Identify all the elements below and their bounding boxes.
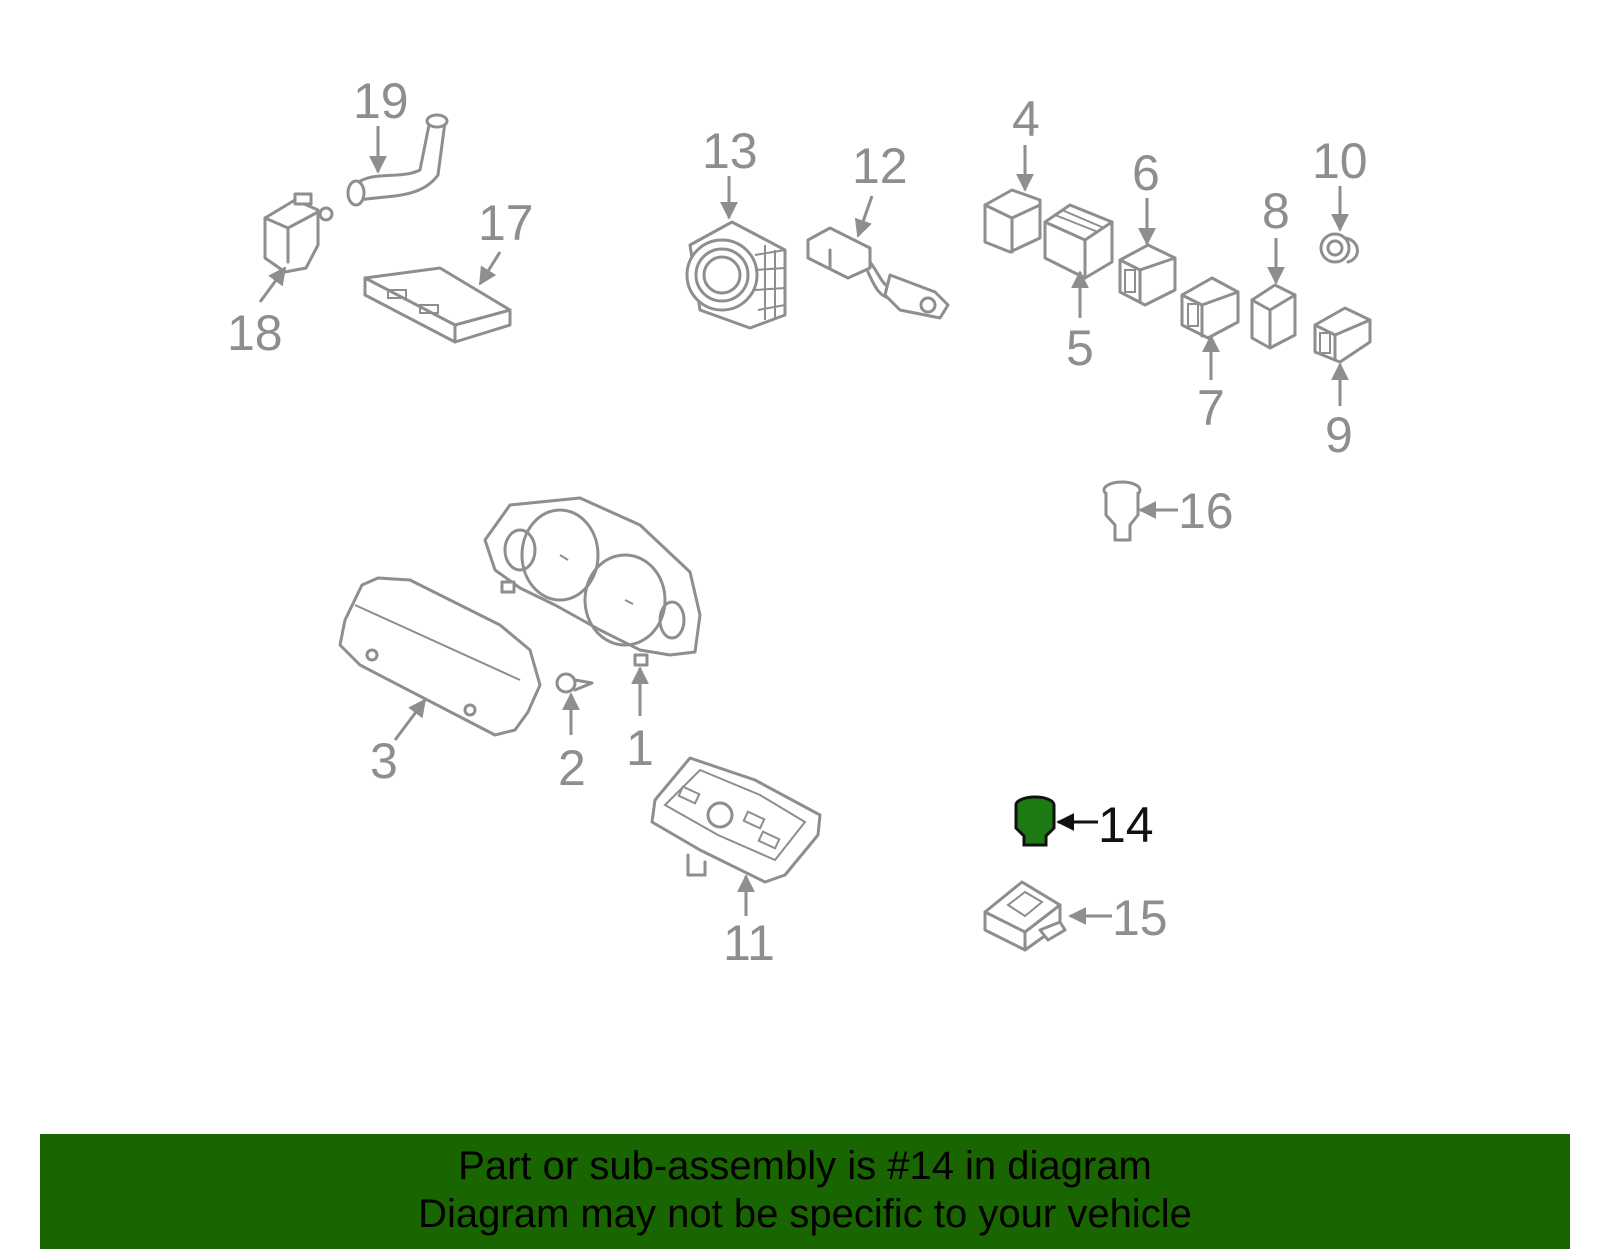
callout-4: 4 bbox=[1012, 91, 1040, 192]
callout-10: 10 bbox=[1312, 133, 1368, 232]
callout-7: 7 bbox=[1197, 334, 1225, 436]
svg-text:9: 9 bbox=[1325, 407, 1353, 463]
banner-line-disclaimer: Diagram may not be specific to your vehi… bbox=[418, 1192, 1192, 1236]
svg-text:6: 6 bbox=[1132, 145, 1160, 201]
svg-text:11: 11 bbox=[723, 915, 775, 971]
callout-1: 1 bbox=[626, 666, 654, 776]
part-14-highlighted[interactable] bbox=[1014, 795, 1056, 847]
part-11-control-panel[interactable] bbox=[650, 756, 822, 884]
callout-17: 17 bbox=[478, 195, 534, 286]
callout-19: 19 bbox=[353, 73, 409, 174]
callout-14: 14 bbox=[1056, 797, 1154, 853]
callout-6: 6 bbox=[1132, 145, 1160, 246]
banner-line-part: Part or sub-assembly is #14 in diagram bbox=[458, 1144, 1152, 1188]
info-banner: Part or sub-assembly is #14 in diagram D… bbox=[40, 1134, 1570, 1249]
svg-text:17: 17 bbox=[478, 195, 534, 251]
part-7-switch[interactable] bbox=[1180, 276, 1240, 340]
svg-text:1: 1 bbox=[626, 720, 654, 776]
part-17-module[interactable] bbox=[363, 266, 512, 344]
svg-text:8: 8 bbox=[1262, 183, 1290, 239]
svg-text:2: 2 bbox=[558, 740, 586, 796]
svg-text:15: 15 bbox=[1112, 890, 1168, 946]
part-13-switch-assembly[interactable] bbox=[685, 220, 787, 330]
part-1-instrument-cluster[interactable] bbox=[483, 496, 702, 667]
svg-text:14: 14 bbox=[1098, 797, 1154, 853]
callout-2: 2 bbox=[558, 692, 586, 796]
svg-text:4: 4 bbox=[1012, 91, 1040, 147]
part-19-hose[interactable] bbox=[346, 113, 449, 207]
part-3-cluster-lens[interactable] bbox=[338, 576, 542, 737]
svg-text:13: 13 bbox=[702, 123, 758, 179]
part-12-switch[interactable] bbox=[806, 226, 950, 320]
callout-8: 8 bbox=[1262, 183, 1290, 285]
svg-text:19: 19 bbox=[353, 73, 409, 129]
callout-5: 5 bbox=[1066, 270, 1094, 376]
callout-18: 18 bbox=[227, 266, 287, 361]
part-8-switch[interactable] bbox=[1250, 283, 1297, 350]
svg-text:7: 7 bbox=[1197, 380, 1225, 436]
part-16-socket[interactable] bbox=[1102, 480, 1142, 542]
callout-3: 3 bbox=[370, 698, 427, 789]
part-2-bulb[interactable] bbox=[555, 672, 594, 694]
part-9-switch[interactable] bbox=[1313, 306, 1372, 364]
callout-16: 16 bbox=[1138, 483, 1234, 539]
callout-11: 11 bbox=[723, 874, 775, 971]
svg-text:16: 16 bbox=[1178, 483, 1234, 539]
part-5-relay[interactable] bbox=[1043, 203, 1114, 280]
svg-text:12: 12 bbox=[852, 138, 908, 194]
svg-text:3: 3 bbox=[370, 733, 398, 789]
svg-text:5: 5 bbox=[1066, 320, 1094, 376]
callout-12: 12 bbox=[852, 138, 908, 238]
part-6-switch[interactable] bbox=[1118, 243, 1177, 307]
part-10-grommet[interactable] bbox=[1319, 232, 1359, 264]
svg-text:10: 10 bbox=[1312, 133, 1368, 189]
part-18-sensor[interactable] bbox=[263, 192, 334, 274]
callout-9: 9 bbox=[1325, 362, 1353, 463]
part-4-relay[interactable] bbox=[983, 188, 1042, 254]
svg-text:18: 18 bbox=[227, 305, 283, 361]
callout-15: 15 bbox=[1068, 890, 1168, 946]
part-15-module[interactable] bbox=[983, 880, 1067, 952]
callout-13: 13 bbox=[702, 123, 758, 220]
